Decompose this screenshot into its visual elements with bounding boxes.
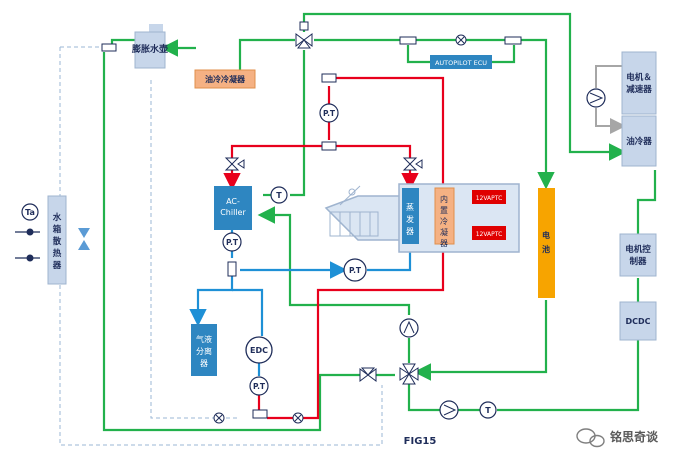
temp-sensor-powertrain-label: T: [485, 406, 491, 415]
radiator-label-3: 散: [53, 236, 62, 247]
inner-condenser-label-5: 器: [440, 239, 448, 248]
ta-sensor-label: Ta: [25, 208, 35, 217]
gas-liquid-separator[interactable]: 气液 分离 器: [191, 324, 217, 376]
watermark: 铭思奇谈: [576, 428, 659, 448]
ac-chiller[interactable]: AC- Chiller: [214, 186, 252, 230]
motor-reducer-label-2: 减速器: [626, 84, 652, 95]
battery-label-2: 池: [542, 244, 550, 254]
tee-connectors: [101, 36, 522, 419]
ta-sensor: Ta: [15, 203, 40, 262]
ac-chiller-label-1: AC-: [226, 197, 240, 206]
autopilot-ecu-label: AUTOPILOT ECU: [435, 59, 487, 67]
shutoff-valve-left-icon[interactable]: [213, 412, 225, 424]
motor-controller[interactable]: 电机控 制器: [619, 233, 657, 277]
oil-chiller-condenser-label: 油冷冷凝器: [205, 74, 246, 84]
shutoff-valve-ecu-icon[interactable]: [455, 34, 467, 46]
edc-label: EDC: [250, 346, 268, 355]
motor-controller-label-1: 电机控: [625, 244, 651, 255]
watermark-text: 铭思奇谈: [610, 429, 659, 444]
radiator[interactable]: 水 箱 散 热 器: [47, 195, 67, 285]
wechat-icon: [576, 428, 605, 448]
pt-sensor-compressor: P.T: [249, 376, 269, 396]
evaporator-label-1: 蒸: [406, 202, 414, 212]
inner-condenser-label-4: 凝: [440, 227, 448, 237]
fan-icon: [78, 228, 90, 250]
radiator-label-2: 箱: [52, 224, 62, 235]
temp-sensor-chiller: T: [270, 186, 288, 204]
expansion-valve-chiller-icon[interactable]: [224, 157, 245, 171]
pt-sensor-evaporator: P.T: [343, 258, 367, 282]
radiator-label-4: 热: [53, 248, 62, 259]
autopilot-ecu[interactable]: AUTOPILOT ECU: [430, 55, 492, 69]
oil-cooler-label: 油冷器: [626, 136, 652, 147]
refrigerant-hot-loop: [223, 76, 445, 420]
radiator-label-5: 器: [52, 261, 62, 271]
pt-sensor-chiller: P.T: [222, 232, 242, 252]
pt-sensor-evaporator-label: P.T: [349, 266, 362, 275]
evaporator[interactable]: 蒸 发 器: [402, 188, 419, 244]
ptc-heater-2[interactable]: 12VAPTC: [472, 226, 506, 240]
edc-compressor[interactable]: EDC: [245, 336, 273, 364]
shutoff-valve-right-icon[interactable]: [292, 412, 304, 424]
expansion-tank-label: 膨胀水壶: [131, 43, 168, 55]
battery-label-1: 电: [542, 230, 550, 240]
ptc-heater-2-label: 12VAPTC: [476, 231, 503, 238]
expansion-valve-evaporator-icon[interactable]: [402, 157, 423, 171]
motor-reducer-label-1: 电机＆: [626, 72, 652, 83]
evaporator-label-2: 发: [406, 214, 414, 224]
figure-caption: FIG15: [404, 436, 437, 447]
four-way-valve-icon[interactable]: [399, 363, 419, 385]
coolant-loop: [102, 12, 657, 432]
pt-sensor-top: P.T: [319, 103, 339, 123]
ac-chiller-label-2: Chiller: [220, 208, 246, 217]
separator-label-3: 器: [200, 359, 208, 368]
three-way-valve-top-icon[interactable]: [295, 21, 313, 49]
battery[interactable]: 电 池: [538, 188, 555, 298]
separator-label-2: 分离: [196, 346, 212, 356]
inner-condenser-label-2: 置: [440, 206, 448, 215]
powertrain-loop-pump[interactable]: [439, 400, 459, 420]
ptc-heater-1-label: 12VAPTC: [476, 195, 503, 202]
motor-controller-label-2: 制器: [629, 256, 647, 267]
motor-oil-loop: [595, 65, 626, 134]
motor-reducer[interactable]: 电机＆ 减速器: [621, 51, 657, 115]
dcdc[interactable]: DCDC: [619, 301, 657, 341]
radiator-label-1: 水: [52, 212, 62, 223]
ptc-heater-1[interactable]: 12VAPTC: [472, 190, 506, 204]
expansion-tank[interactable]: 膨胀水壶: [131, 24, 168, 69]
inner-condenser[interactable]: 内 置 冷 凝 器: [434, 187, 455, 248]
evaporator-label-3: 器: [406, 227, 414, 236]
inner-condenser-label-3: 冷: [440, 216, 448, 226]
oil-cooler[interactable]: 油冷器: [621, 115, 657, 167]
refrigerant-cold-loop: [189, 230, 412, 376]
inner-condenser-label-1: 内: [440, 194, 448, 204]
battery-loop-pump[interactable]: [399, 318, 419, 338]
temp-sensor-powertrain: T: [479, 401, 497, 419]
motor-loop-pump[interactable]: [586, 88, 606, 108]
dcdc-label: DCDC: [625, 317, 650, 326]
separator-label-1: 气液: [196, 334, 212, 344]
three-way-valve-bottom-left-icon[interactable]: [359, 367, 377, 382]
pt-sensor-chiller-label: P.T: [226, 238, 239, 247]
pt-sensor-top-label: P.T: [323, 109, 336, 118]
oil-chiller-condenser[interactable]: 油冷冷凝器: [194, 69, 256, 89]
temp-sensor-chiller-label: T: [276, 191, 282, 200]
pt-sensor-compressor-label: P.T: [253, 382, 266, 391]
